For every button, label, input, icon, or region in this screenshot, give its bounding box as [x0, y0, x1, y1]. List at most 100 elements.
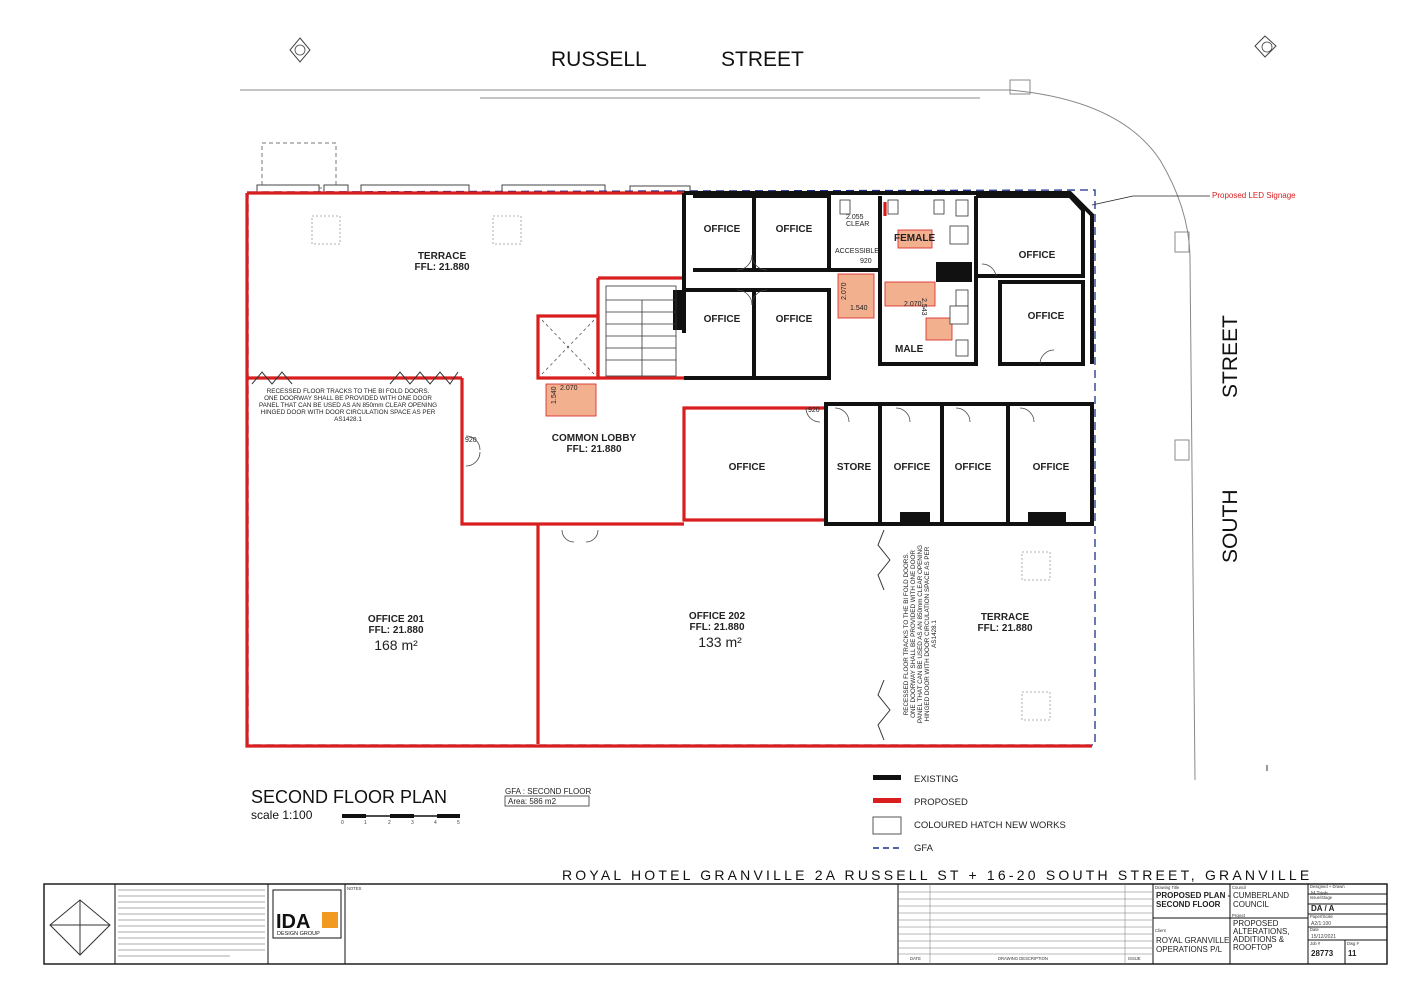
svg-text:Date: Date	[1310, 927, 1320, 932]
svg-text:PROPOSED PLAN -: PROPOSED PLAN -	[1156, 891, 1231, 900]
bifold-note-east: RECESSED FLOOR TRACKS TO THE BI FOLD DOO…	[903, 545, 938, 723]
dim: 920	[860, 258, 872, 265]
svg-text:28773: 28773	[1311, 949, 1334, 958]
svg-text:AS1428.1: AS1428.1	[334, 416, 362, 423]
svg-text:PANEL THAT CAN BE USED AS AN 8: PANEL THAT CAN BE USED AS AN 850mm CLEAR…	[917, 545, 924, 723]
dim: 2.070	[841, 282, 848, 300]
svg-text:DESIGN GROUP: DESIGN GROUP	[277, 931, 320, 937]
gfa-area: Area: 586 m2	[508, 797, 557, 806]
legend-swatch-hatch	[872, 816, 902, 835]
svg-text:ADDITIONS &: ADDITIONS &	[1233, 935, 1285, 944]
door-swing	[465, 254, 1055, 543]
room-label-office: OFFICE	[704, 224, 741, 235]
svg-text:ISSUE: ISSUE	[1128, 956, 1141, 961]
plan-title: SECOND FLOOR PLAN	[251, 787, 447, 807]
canopy-outline	[261, 142, 337, 189]
legend-swatch-proposed	[873, 798, 901, 803]
svg-text:15/12/2021: 15/12/2021	[1311, 934, 1336, 940]
room-label-office: OFFICE	[704, 314, 741, 325]
dim: 920	[808, 407, 820, 414]
legend-label: EXISTING	[914, 774, 958, 785]
room-label-office: OFFICE	[776, 224, 813, 235]
svg-text:OPERATIONS P/L: OPERATIONS P/L	[1156, 945, 1223, 954]
svg-text:COUNCIL: COUNCIL	[1233, 900, 1270, 909]
bifold-door-east	[877, 529, 891, 741]
svg-text:DA / A: DA / A	[1311, 904, 1335, 913]
dim: 1.540	[850, 305, 868, 312]
svg-text:ONE DOORWAY SHALL BE PROVIDED: ONE DOORWAY SHALL BE PROVIDED WITH ONE D…	[264, 395, 432, 402]
room-label-terrace: TERRACE	[418, 251, 467, 262]
room-ffl: FFL: 21.880	[368, 625, 423, 636]
svg-text:DATE: DATE	[910, 956, 921, 961]
svg-text:DRAWING DESCRIPTION: DRAWING DESCRIPTION	[998, 956, 1048, 961]
street-name-south-street: STREET	[1219, 315, 1242, 398]
svg-text:2: 2	[388, 820, 391, 826]
room-label-office-201: OFFICE 201	[368, 614, 425, 625]
svg-text:4: 4	[434, 820, 437, 826]
room-area: 133 m²	[698, 634, 742, 650]
title-block: DATE DRAWING DESCRIPTION ISSUE NOTES IDA…	[43, 883, 1388, 965]
svg-text:ROOFTOP: ROOFTOP	[1233, 943, 1272, 952]
svg-text:SECOND FLOOR: SECOND FLOOR	[1156, 900, 1221, 909]
dim: 2.070	[904, 301, 922, 308]
room-label-terrace: TERRACE	[981, 612, 1030, 623]
room-label-accessible: ACCESSIBLE	[835, 248, 879, 255]
svg-text:Designed + Drawn: Designed + Drawn	[1310, 884, 1345, 889]
legend-label: PROPOSED	[914, 797, 968, 808]
svg-text:HINGED DOOR WITH DOOR CIRCULAT: HINGED DOOR WITH DOOR CIRCULATION SPACE …	[261, 409, 436, 416]
bifold-door-west	[251, 371, 459, 385]
dim: CLEAR	[846, 221, 869, 228]
room-label-office: OFFICE	[776, 314, 813, 325]
room-label-office-202: OFFICE 202	[689, 611, 746, 622]
svg-text:3: 3	[411, 820, 414, 826]
room-area: 168 m²	[374, 637, 418, 653]
room-label-office: OFFICE	[1033, 462, 1070, 473]
signage-annotation: Proposed LED Signage	[1212, 191, 1296, 200]
svg-text:0: 0	[341, 820, 344, 826]
legend-label: COLOURED HATCH NEW WORKS	[914, 820, 1066, 831]
room-ffl: FFL: 21.880	[977, 623, 1032, 634]
legend-label: GFA	[914, 843, 934, 854]
street-name-russell: RUSSELL	[551, 48, 647, 71]
company-logo: IDA	[276, 911, 310, 933]
street-name-south: SOUTH	[1219, 490, 1242, 564]
room-label-common-lobby: COMMON LOBBY	[552, 433, 637, 444]
svg-text:PANEL THAT CAN BE USED AS AN 8: PANEL THAT CAN BE USED AS AN 850mm CLEAR…	[259, 402, 437, 409]
svg-text:11: 11	[1348, 949, 1357, 958]
svg-text:1: 1	[364, 820, 367, 826]
svg-text:M.Trinh: M.Trinh	[1311, 891, 1328, 897]
room-label-office: OFFICE	[955, 462, 992, 473]
existing-walls	[682, 191, 1094, 526]
svg-text:ROYAL GRANVILLE: ROYAL GRANVILLE	[1156, 936, 1229, 945]
new-works-hatch	[545, 229, 953, 417]
column	[1028, 512, 1066, 522]
north-arrow-icon	[289, 37, 311, 63]
svg-text:RECESSED FLOOR TRACKS TO THE B: RECESSED FLOOR TRACKS TO THE BI FOLD DOO…	[267, 388, 430, 395]
wc-fixture-icon	[839, 199, 969, 357]
legend: EXISTING PROPOSED COLOURED HATCH NEW WOR…	[872, 774, 1066, 854]
svg-text:Job #: Job #	[1310, 941, 1321, 946]
dim: 2.070	[560, 385, 578, 392]
room-label-male: MALE	[895, 344, 924, 355]
column	[900, 512, 930, 522]
svg-text:Issue/Stage: Issue/Stage	[1310, 895, 1333, 900]
room-label-office: OFFICE	[1028, 311, 1065, 322]
room-ffl: FFL: 21.880	[414, 262, 469, 273]
compass-icon	[1254, 35, 1277, 58]
dim: 1.540	[551, 386, 558, 404]
room-label-office: OFFICE	[1019, 250, 1056, 261]
scale-text: scale 1:100	[251, 808, 313, 822]
room-label-office: OFFICE	[894, 462, 931, 473]
svg-text:AS1428.1: AS1428.1	[931, 620, 938, 648]
room-label-office: OFFICE	[729, 462, 766, 473]
room-ffl: FFL: 21.880	[566, 444, 621, 455]
svg-text:Drawing Title: Drawing Title	[1155, 885, 1180, 890]
svg-text:NOTES: NOTES	[347, 886, 362, 891]
svg-text:Project: Project	[1232, 913, 1246, 918]
rose-logo-icon	[49, 899, 111, 956]
svg-text:5: 5	[457, 820, 460, 826]
gfa-title: GFA : SECOND FLOOR	[505, 787, 591, 796]
dim: 920	[465, 437, 477, 444]
service-shaft	[936, 262, 972, 282]
